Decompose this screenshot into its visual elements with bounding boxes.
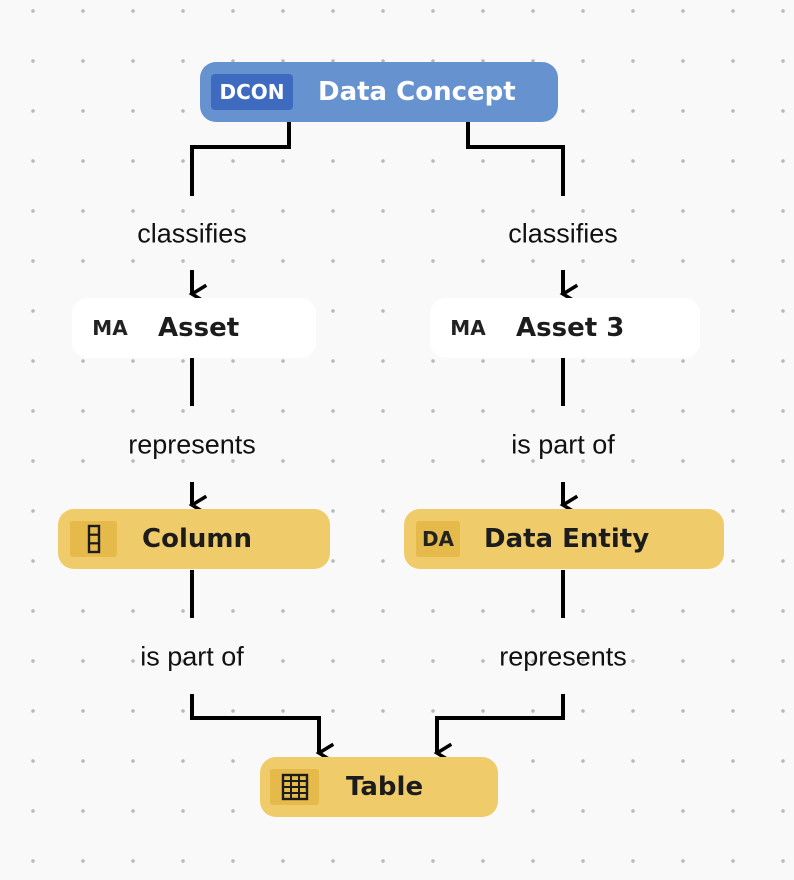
edge-label-column-table: is part of (140, 641, 244, 672)
node-badge: MA (92, 316, 128, 340)
edge-concept-asset3-line (466, 122, 565, 196)
edge-label-concept-asset3: classifies (508, 218, 618, 249)
edge-concept-asset-line (190, 122, 291, 196)
node-title: Data Concept (318, 77, 516, 107)
node-column[interactable]: Column (58, 509, 330, 569)
node-data-concept[interactable]: DCON Data Concept (200, 62, 558, 122)
edge-label-asset-column: represents (128, 429, 256, 460)
node-asset-3[interactable]: MA Asset 3 (430, 298, 700, 358)
column-icon (70, 521, 117, 557)
node-title: Column (142, 524, 252, 554)
node-badge: DA (416, 521, 460, 557)
edge-label-concept-asset: classifies (137, 218, 247, 249)
table-icon-glyph (281, 773, 308, 801)
node-title: Asset (158, 313, 240, 343)
node-title: Table (346, 772, 424, 802)
edge-entity-table-arrow (437, 694, 565, 753)
column-icon-glyph (87, 524, 100, 554)
edge-label-entity-table: represents (499, 641, 627, 672)
node-badge: MA (450, 316, 486, 340)
node-badge: DCON (211, 74, 293, 110)
node-data-entity[interactable]: DA Data Entity (404, 509, 724, 569)
edge-column-table-arrow (190, 694, 319, 753)
edge-label-asset3-entity: is part of (511, 429, 615, 460)
node-title: Data Entity (484, 524, 650, 554)
table-icon (270, 769, 319, 805)
node-table[interactable]: Table (260, 757, 498, 817)
node-title: Asset 3 (516, 313, 625, 343)
node-asset[interactable]: MA Asset (72, 298, 316, 358)
